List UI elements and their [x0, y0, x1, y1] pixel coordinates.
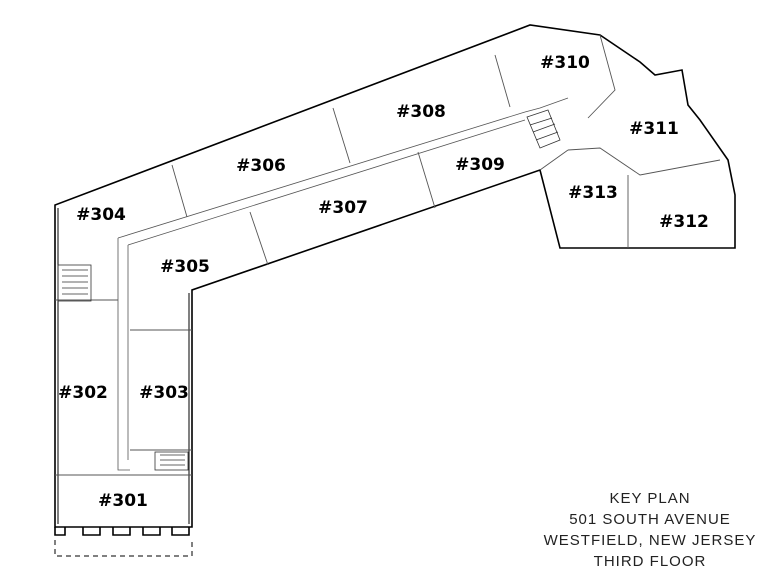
room-label-304: #304: [76, 205, 126, 225]
stairwells: [57, 109, 561, 471]
window-bays: [54, 527, 193, 557]
title-block: KEY PLAN 501 SOUTH AVENUE WESTFIELD, NEW…: [544, 490, 757, 570]
room-labels: #301 #302 #303 #304 #305 #306 #307 #308 …: [58, 53, 709, 511]
room-label-305: #305: [160, 257, 210, 277]
exterior-walls: [54, 24, 736, 528]
title-address: 501 SOUTH AVENUE: [569, 511, 731, 528]
room-label-313: #313: [568, 183, 618, 203]
room-label-307: #307: [318, 198, 368, 218]
title-city: WESTFIELD, NEW JERSEY: [544, 532, 757, 549]
room-label-310: #310: [540, 53, 590, 73]
room-label-301: #301: [98, 491, 148, 511]
corridor: [117, 97, 569, 471]
room-label-302: #302: [58, 383, 108, 403]
room-label-303: #303: [139, 383, 189, 403]
title-key-plan: KEY PLAN: [609, 490, 690, 507]
room-label-309: #309: [455, 155, 505, 175]
room-label-311: #311: [629, 119, 679, 139]
room-partitions: [55, 34, 721, 476]
title-floor: THIRD FLOOR: [594, 553, 707, 570]
room-label-312: #312: [659, 212, 709, 232]
room-label-306: #306: [236, 156, 286, 176]
room-label-308: #308: [396, 102, 446, 122]
